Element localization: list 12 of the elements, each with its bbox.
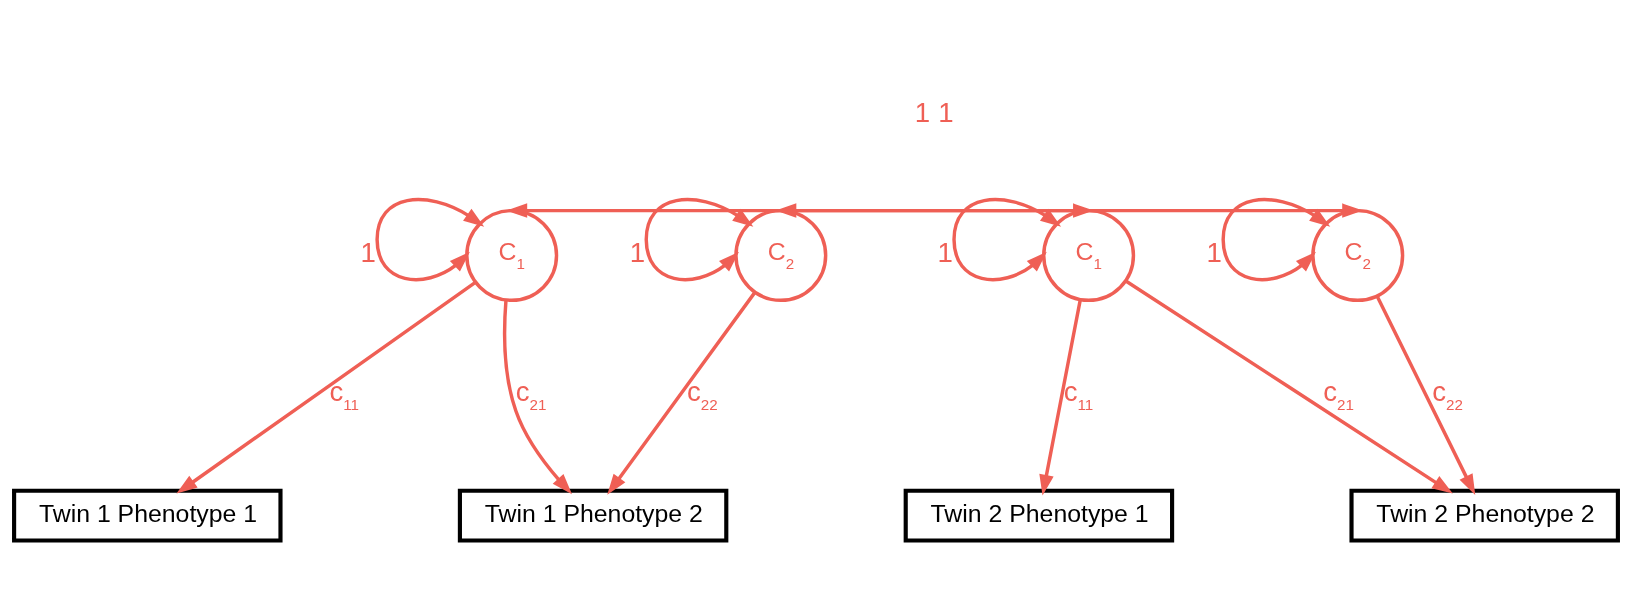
edge-label: c$_{21}$ bbox=[1323, 375, 1354, 413]
edge-label: c$_{21}$ bbox=[515, 375, 547, 413]
edge-label: 1 bbox=[937, 236, 953, 268]
edge-label: 1 bbox=[914, 96, 931, 128]
edge-label: 1 bbox=[1206, 236, 1222, 268]
edge-label: 1 bbox=[360, 236, 376, 268]
edge-label: c$_{22}$ bbox=[1432, 375, 1463, 413]
edge-label: 1 bbox=[938, 96, 954, 128]
edge-label: c$_{22}$ bbox=[686, 375, 718, 413]
edge-label: 1 bbox=[629, 236, 646, 268]
edge-label: c$_{11}$ bbox=[329, 375, 360, 413]
edge-label: c$_{11}$ bbox=[1063, 375, 1094, 413]
